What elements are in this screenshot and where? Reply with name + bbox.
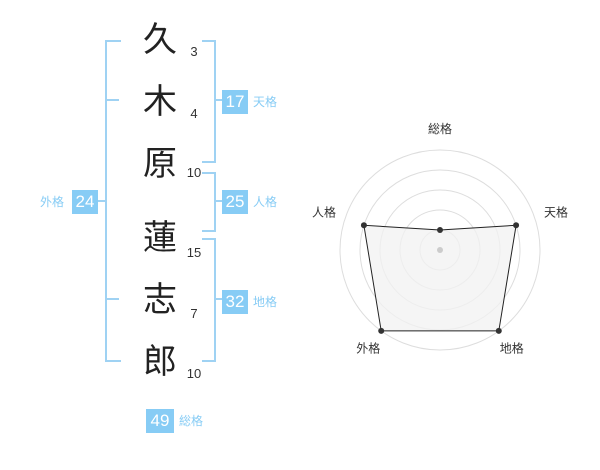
chikaku-bracket-tick (214, 298, 222, 300)
gaikaku-bracket-tick (98, 200, 107, 202)
tenkaku-value: 17 (222, 90, 248, 114)
stroke-count-1: 3 (190, 44, 198, 59)
soukaku-label: 総格 (179, 414, 204, 428)
chikaku-value: 32 (222, 290, 248, 314)
soukaku-value: 49 (146, 409, 174, 433)
radar-axis-label-1: 総格 (428, 121, 452, 136)
name-char-3: 原 (143, 144, 177, 184)
radar-point-2 (513, 222, 520, 229)
radar-series-polygon (363, 224, 517, 332)
jinkaku-label: 人格 (253, 195, 278, 209)
stroke-count-2: 4 (190, 106, 198, 121)
name-char-1: 久 (143, 20, 177, 60)
chikaku-bracket (202, 238, 216, 362)
name-char-4: 蓮 (143, 218, 177, 258)
stroke-count-3: 10 (186, 165, 202, 180)
name-char-5: 志 (143, 280, 177, 320)
tenkaku-bracket (202, 40, 216, 163)
radar-point-4 (378, 327, 385, 334)
jinkaku-value: 25 (222, 190, 248, 214)
stroke-count-5: 7 (190, 306, 198, 321)
tenkaku-label: 天格 (253, 95, 278, 109)
radar-axis-label-5: 人格 (312, 204, 336, 219)
radar-point-5 (360, 222, 367, 229)
radar-axis-label-2: 天格 (544, 204, 568, 219)
bracket-tick-char-2 (107, 99, 119, 101)
name-char-2: 木 (143, 82, 177, 122)
jinkaku-bracket (202, 172, 216, 232)
bracket-tick-char-5 (107, 298, 119, 300)
gaikaku-value: 24 (72, 190, 98, 214)
stroke-count-6: 10 (186, 366, 202, 381)
radar-point-1 (437, 227, 443, 233)
radar-axis-label-3: 地格 (500, 341, 524, 356)
tenkaku-bracket-tick (214, 99, 222, 101)
radar-point-3 (495, 327, 502, 334)
gaikaku-label: 外格 (40, 195, 65, 209)
jinkaku-bracket-tick (214, 200, 222, 202)
radar-axis-label-4: 外格 (356, 341, 380, 356)
radar-center-dot (437, 247, 443, 253)
stroke-count-4: 15 (186, 245, 202, 260)
name-char-6: 郎 (143, 342, 177, 382)
chikaku-label: 地格 (253, 295, 278, 309)
